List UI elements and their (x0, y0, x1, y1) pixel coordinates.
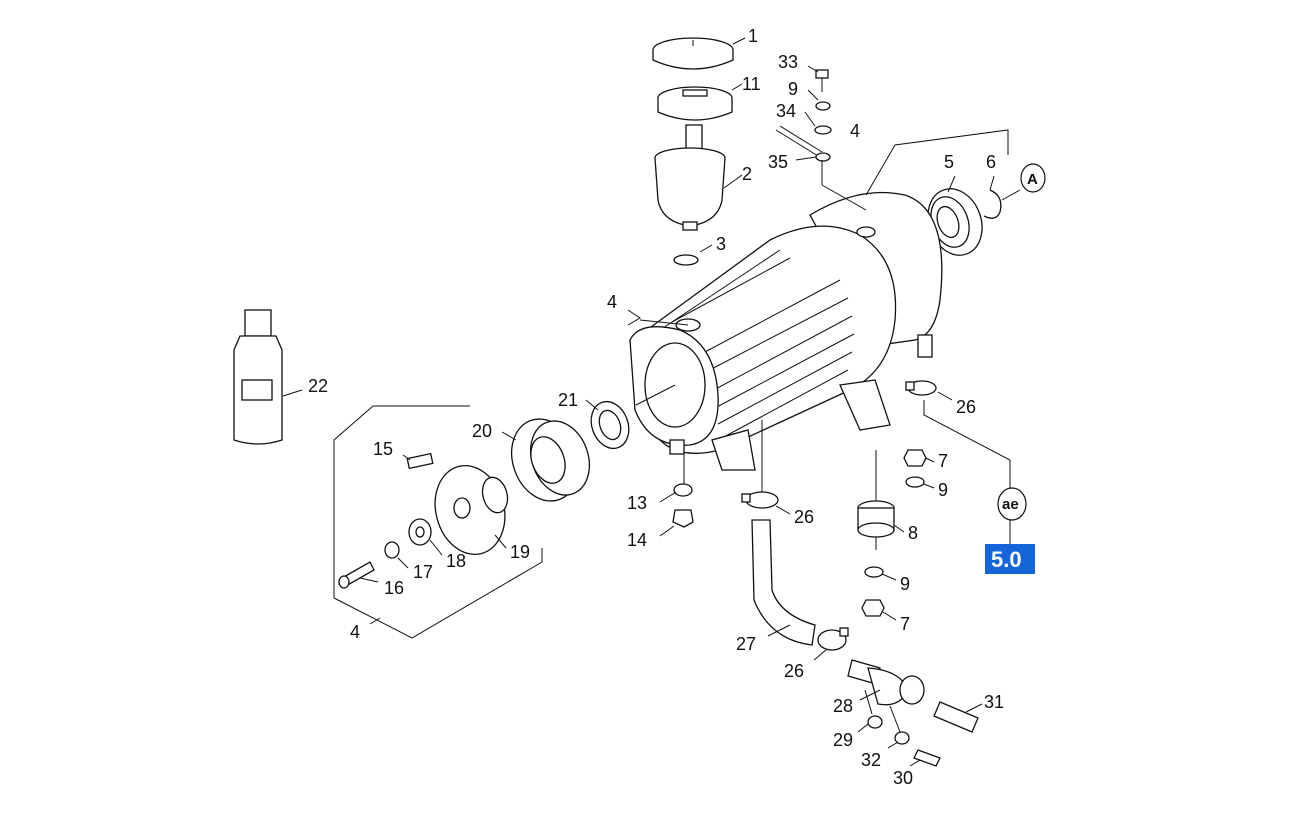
reference-circle-ae[interactable]: ae (997, 487, 1027, 521)
page-reference-badge[interactable]: 5.0 (985, 544, 1035, 574)
reference-circle-a[interactable]: A (1020, 163, 1046, 193)
part-8-rubber-mount[interactable] (857, 478, 895, 550)
part-27-hose[interactable] (751, 519, 816, 646)
part-21-shaft-seal[interactable] (585, 396, 635, 453)
callout-17: 17 (413, 562, 433, 582)
callout-19: 19 (510, 542, 530, 562)
callout-33: 33 (778, 52, 798, 72)
part-33-screw[interactable] (815, 69, 829, 92)
part-9-washer-mid[interactable] (905, 476, 925, 488)
part-34-washer[interactable] (814, 125, 832, 135)
callout-4-bottom: 4 (350, 622, 360, 642)
callout-7-top: 7 (938, 451, 948, 471)
part-18-washer[interactable] (408, 518, 432, 546)
callout-16: 16 (384, 578, 404, 598)
callout-9-bottom: 9 (900, 574, 910, 594)
reference-ae-text: ae (1002, 496, 1019, 513)
callout-4-top: 4 (850, 121, 860, 141)
part-35-pin[interactable] (775, 125, 831, 162)
callout-14: 14 (627, 530, 647, 550)
callout-9-top: 9 (788, 79, 798, 99)
part-14-plug[interactable] (672, 509, 694, 528)
callout-8: 8 (908, 523, 918, 543)
callout-27: 27 (736, 634, 756, 654)
part-1-cap[interactable] (652, 37, 734, 70)
reference-a-text: A (1027, 171, 1038, 188)
part-9-washer-bottom[interactable] (864, 566, 884, 578)
callout-26-a: 26 (956, 397, 976, 417)
callout-35: 35 (768, 152, 788, 172)
part-3-o-ring[interactable] (673, 254, 699, 266)
callout-1: 1 (748, 26, 758, 46)
callout-6: 6 (986, 152, 996, 172)
part-17-spring-washer[interactable] (384, 541, 400, 559)
callout-15: 15 (373, 439, 393, 459)
part-16-screw[interactable] (338, 561, 375, 589)
part-7-nut-top[interactable] (903, 449, 927, 467)
callout-30: 30 (893, 768, 913, 788)
callout-18: 18 (446, 551, 466, 571)
callout-26-b: 26 (794, 507, 814, 527)
part-30-screw[interactable] (913, 749, 941, 767)
callout-31: 31 (984, 692, 1004, 712)
part-6-circlip[interactable] (983, 189, 1002, 219)
part-32-washer[interactable] (894, 731, 910, 745)
callout-9-mid: 9 (938, 480, 948, 500)
callout-7-bottom: 7 (900, 614, 910, 634)
part-26-clamp-a[interactable] (905, 380, 937, 396)
part-26-clamp-c[interactable] (817, 627, 849, 651)
callout-5: 5 (944, 152, 954, 172)
callout-3: 3 (716, 234, 726, 254)
motor-housing[interactable] (629, 191, 943, 471)
callout-34: 34 (776, 101, 796, 121)
callout-labels: 1 11 2 3 33 9 34 35 4 5 6 4 22 21 20 15 … (308, 26, 1004, 788)
callout-13: 13 (627, 493, 647, 513)
part-31-strainer[interactable] (933, 701, 979, 733)
part-26-clamp-b[interactable] (741, 491, 779, 509)
part-28-fitting[interactable] (847, 659, 925, 706)
part-13-o-ring[interactable] (673, 483, 693, 497)
part-20-roller-bearing[interactable] (501, 410, 600, 511)
part-7-nut-bottom[interactable] (861, 599, 885, 617)
part-22-oil-bottle[interactable] (233, 309, 283, 445)
callout-21: 21 (558, 390, 578, 410)
callout-28: 28 (833, 696, 853, 716)
callout-2: 2 (742, 164, 752, 184)
callout-4-left: 4 (607, 292, 617, 312)
leader-lines (282, 37, 1021, 767)
callout-32: 32 (861, 750, 881, 770)
callout-22: 22 (308, 376, 328, 396)
part-15-key[interactable] (406, 452, 434, 470)
part-5-bearing[interactable] (919, 181, 991, 263)
callout-20: 20 (472, 421, 492, 441)
part-9-washer-top[interactable] (815, 101, 831, 111)
callout-26-c: 26 (784, 661, 804, 681)
part-29-washer[interactable] (867, 715, 883, 729)
callout-29: 29 (833, 730, 853, 750)
part-19-eccentric[interactable] (426, 458, 515, 563)
part-2-filter-cartridge[interactable] (654, 147, 726, 231)
page-reference-text: 5.0 (991, 547, 1022, 572)
callout-11: 11 (742, 74, 761, 94)
